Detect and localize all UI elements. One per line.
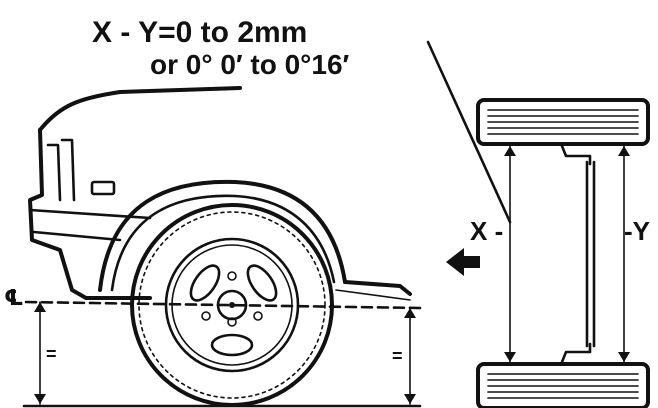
dim-arrow-up — [404, 308, 416, 318]
dim-arrow-up — [618, 146, 630, 156]
bottom-wheel — [476, 362, 650, 408]
x-label: X - — [470, 216, 503, 246]
dim-arrow-down — [34, 394, 46, 404]
bottom-steering-arm — [560, 342, 592, 364]
right-equal-mark: = — [392, 346, 403, 366]
top-wheel-tread — [487, 109, 639, 135]
top-steering-arm — [560, 144, 592, 166]
bonnet-edge — [38, 86, 242, 132]
left-equal-mark: = — [46, 344, 57, 364]
dim-arrow-down — [618, 352, 630, 362]
dim-arrow-down — [504, 352, 516, 362]
tyre-tread — [138, 211, 326, 399]
top-wheel — [476, 98, 650, 146]
bottom-wheel-tread — [487, 373, 639, 399]
arrow-left-icon — [446, 248, 480, 276]
wheel-nut — [253, 311, 263, 321]
wheel-nut — [227, 317, 237, 327]
wheel-nut — [227, 271, 237, 281]
car-body — [28, 86, 412, 301]
leader-line — [426, 40, 512, 224]
centerline-symbol: ℄ — [4, 285, 24, 310]
spec-line-2: or 0° 0′ to 0°16′ — [150, 49, 350, 80]
rim-slot — [189, 264, 221, 302]
wheel-nut — [201, 311, 211, 321]
bumper-lower-line — [32, 230, 122, 242]
sill-line — [343, 280, 412, 296]
plan-view: X - -Y — [446, 98, 650, 408]
dim-arrow-up — [34, 302, 46, 312]
rim-slot — [246, 264, 278, 302]
wheel-arch-inner — [110, 194, 336, 292]
dim-arrow-up — [504, 146, 516, 156]
side-indicator — [90, 180, 116, 196]
hub-centre — [229, 302, 235, 308]
hub-centreline — [24, 300, 422, 310]
headlight-outline — [46, 143, 62, 202]
wheel-arch — [98, 179, 347, 292]
rim-slot — [210, 333, 254, 357]
sill-lower-line — [335, 289, 411, 301]
headlight-inner — [60, 138, 76, 202]
front-bumper-outline — [28, 128, 152, 300]
dim-arrow-down — [404, 394, 416, 404]
spec-line-1: X - Y=0 to 2mm — [92, 16, 307, 49]
y-label: -Y — [624, 216, 650, 246]
